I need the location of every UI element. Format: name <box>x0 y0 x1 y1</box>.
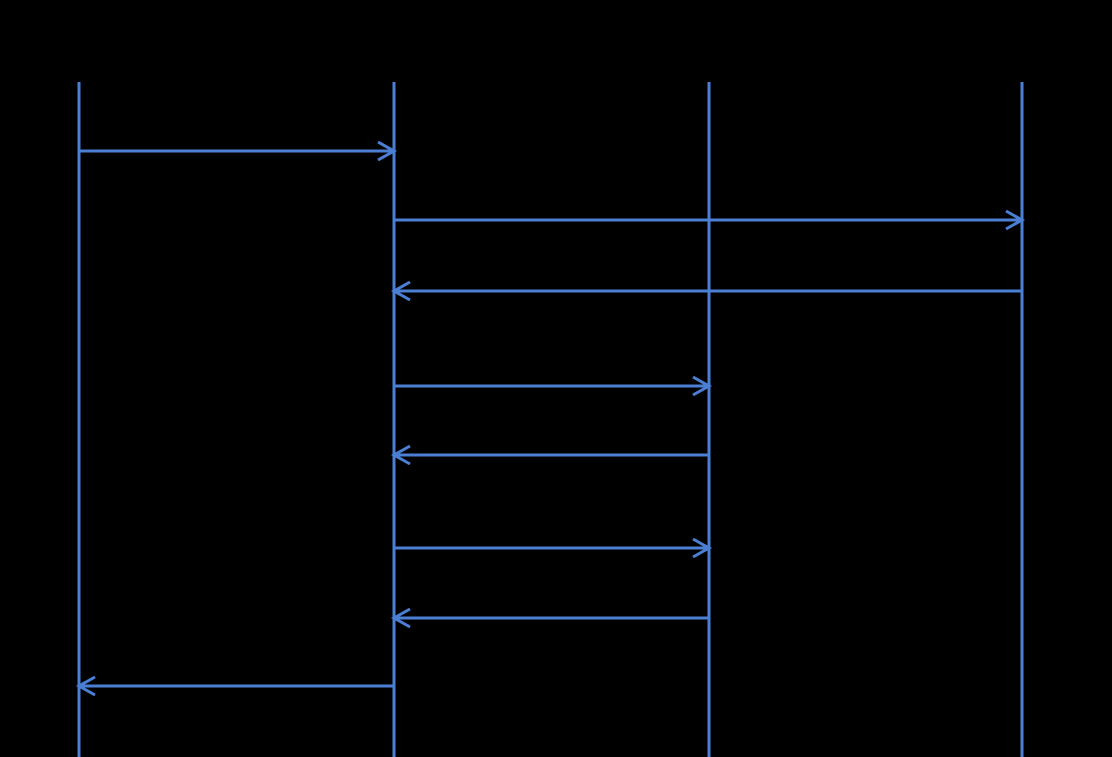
arrowhead-icon-2 <box>1005 209 1026 231</box>
message-3 <box>390 280 1022 302</box>
message-2 <box>394 209 1026 231</box>
arrowhead-icon-1 <box>377 140 398 162</box>
arrowhead-icon-4 <box>692 375 713 397</box>
message-8 <box>75 675 394 697</box>
arrowhead-icon-3 <box>390 280 411 302</box>
arrowhead-icon-8 <box>75 675 96 697</box>
message-5 <box>390 444 709 466</box>
arrowhead-icon-6 <box>692 537 713 559</box>
messages-group <box>75 140 1026 697</box>
arrowhead-icon-5 <box>390 444 411 466</box>
message-7 <box>390 607 709 629</box>
arrowhead-icon-7 <box>390 607 411 629</box>
message-6 <box>394 537 713 559</box>
lifelines-group <box>77 82 1024 757</box>
message-4 <box>394 375 713 397</box>
message-1 <box>79 140 398 162</box>
